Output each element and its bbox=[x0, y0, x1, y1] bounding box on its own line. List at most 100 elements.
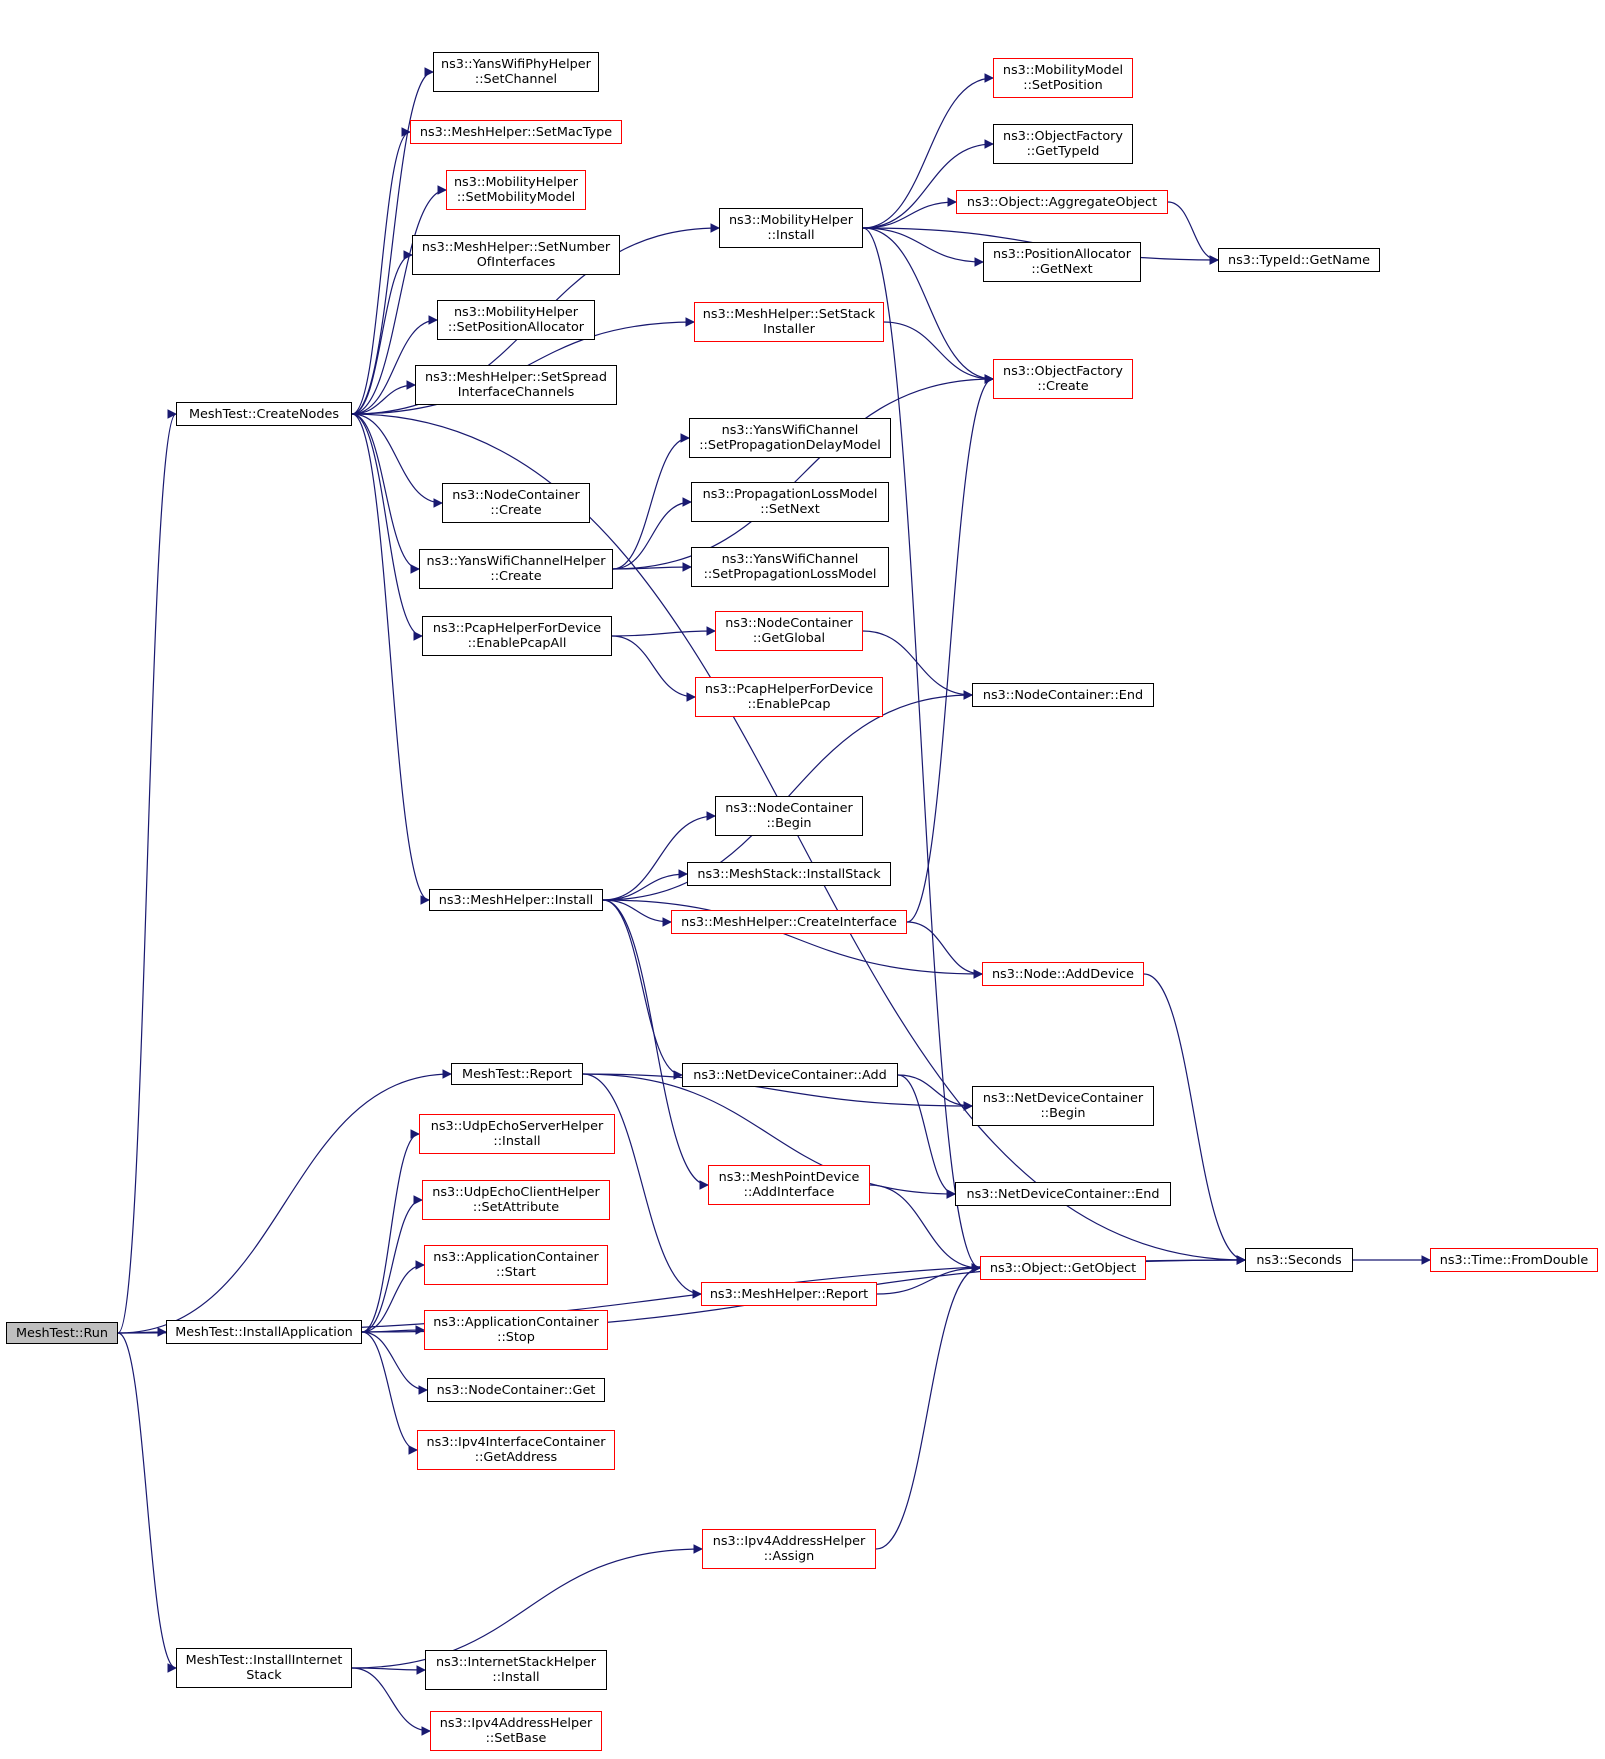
edge-report-to-meshreport bbox=[582, 1073, 702, 1299]
edge-pcapall-to-enablepcap bbox=[611, 635, 696, 702]
edge-installinet-to-ipv4assign bbox=[351, 1544, 703, 1669]
graph-node-ncreate[interactable]: ns3::NodeContainer::Create bbox=[442, 483, 590, 523]
graph-node-ncget[interactable]: ns3::NodeContainer::Get bbox=[427, 1378, 605, 1402]
graph-node-ofgettypeid[interactable]: ns3::ObjectFactory::GetTypeId bbox=[993, 124, 1133, 164]
edge-mpdaddif-to-getobject bbox=[869, 1184, 981, 1273]
graph-node-ndcend[interactable]: ns3::NetDeviceContainer::End bbox=[955, 1182, 1171, 1206]
graph-node-ipv4setbase[interactable]: ns3::Ipv4AddressHelper::SetBase bbox=[430, 1711, 602, 1751]
graph-node-label: ::GetTypeId bbox=[1026, 144, 1100, 159]
graph-node-label: ::SetAttribute bbox=[472, 1200, 560, 1215]
graph-node-seconds[interactable]: ns3::Seconds bbox=[1245, 1248, 1353, 1272]
graph-node-installstack[interactable]: ns3::MeshStack::InstallStack bbox=[687, 862, 891, 886]
graph-node-udpserver[interactable]: ns3::UdpEchoServerHelper::Install bbox=[419, 1114, 615, 1154]
graph-node-label: Installer bbox=[763, 322, 815, 337]
edge-ndcadd-to-ndcbegin bbox=[897, 1074, 973, 1111]
graph-node-inetinstall[interactable]: ns3::InternetStackHelper::Install bbox=[425, 1650, 607, 1690]
graph-node-label: ns3::NodeContainer::Get bbox=[436, 1382, 596, 1398]
graph-node-fromdouble[interactable]: ns3::Time::FromDouble bbox=[1430, 1248, 1598, 1272]
edge-createnodes-to-setposalloc bbox=[351, 315, 438, 415]
graph-node-label: ::SetChannel bbox=[474, 72, 558, 87]
edge-run-to-report bbox=[117, 1069, 452, 1334]
graph-node-label: ::EnablePcapAll bbox=[467, 636, 567, 651]
graph-node-mpdaddif[interactable]: ns3::MeshPointDevice::AddInterface bbox=[708, 1165, 870, 1205]
graph-node-ncend[interactable]: ns3::NodeContainer::End bbox=[972, 683, 1154, 707]
graph-node-ncbegin[interactable]: ns3::NodeContainer::Begin bbox=[715, 796, 863, 836]
graph-node-label: ns3::YansWifiChannel bbox=[721, 552, 859, 567]
edge-ywchcreate-to-setproploss bbox=[612, 562, 692, 572]
graph-node-label: ns3::Ipv4AddressHelper bbox=[712, 1534, 866, 1549]
graph-node-ipv4getaddr[interactable]: ns3::Ipv4InterfaceContainer::GetAddress bbox=[417, 1430, 615, 1470]
graph-node-label: ns3::MeshHelper::SetMacType bbox=[419, 124, 613, 140]
edge-createnodes-to-meshinstall bbox=[351, 413, 430, 905]
edge-mobinstall-to-mobsetpos bbox=[862, 73, 994, 229]
graph-node-appstop[interactable]: ns3::ApplicationContainer::Stop bbox=[424, 1310, 608, 1350]
graph-node-getobject[interactable]: ns3::Object::GetObject bbox=[980, 1256, 1146, 1280]
graph-node-posgetnext[interactable]: ns3::PositionAllocator::GetNext bbox=[983, 242, 1141, 282]
graph-node-label: ns3::Time::FromDouble bbox=[1439, 1252, 1589, 1268]
edge-nodeadddev-to-seconds bbox=[1143, 973, 1246, 1265]
graph-node-appstart[interactable]: ns3::ApplicationContainer::Start bbox=[424, 1245, 608, 1285]
edge-report-to-ndcend bbox=[582, 1073, 956, 1199]
graph-node-createif[interactable]: ns3::MeshHelper::CreateInterface bbox=[671, 910, 907, 934]
graph-node-meshinstall[interactable]: ns3::MeshHelper::Install bbox=[429, 889, 603, 911]
graph-node-mobinstall[interactable]: ns3::MobilityHelper::Install bbox=[719, 208, 863, 248]
graph-node-ipv4assign[interactable]: ns3::Ipv4AddressHelper::Assign bbox=[702, 1529, 876, 1569]
graph-node-report[interactable]: MeshTest::Report bbox=[451, 1063, 583, 1085]
graph-node-setmactype[interactable]: ns3::MeshHelper::SetMacType bbox=[410, 120, 622, 144]
graph-node-label: ns3::MobilityHelper bbox=[453, 175, 579, 190]
edge-createnodes-to-seconds bbox=[351, 413, 1246, 1265]
graph-node-udpclient[interactable]: ns3::UdpEchoClientHelper::SetAttribute bbox=[422, 1180, 610, 1220]
graph-node-label: OfInterfaces bbox=[476, 255, 556, 270]
graph-node-label: ::SetNext bbox=[760, 502, 820, 517]
graph-node-installapp[interactable]: MeshTest::InstallApplication bbox=[166, 1320, 362, 1344]
graph-node-meshreport[interactable]: ns3::MeshHelper::Report bbox=[701, 1282, 877, 1306]
graph-node-label: ::GetGlobal bbox=[752, 631, 826, 646]
graph-node-getglobal[interactable]: ns3::NodeContainer::GetGlobal bbox=[715, 611, 863, 651]
graph-node-setmobmodel[interactable]: ns3::MobilityHelper::SetMobilityModel bbox=[446, 170, 586, 210]
graph-node-createnodes[interactable]: MeshTest::CreateNodes bbox=[176, 402, 352, 426]
graph-node-label: ns3::MeshHelper::SetSpread bbox=[424, 370, 608, 385]
graph-node-label: ::SetPropagationDelayModel bbox=[699, 438, 881, 453]
graph-node-setproploss[interactable]: ns3::YansWifiChannel::SetPropagationLoss… bbox=[691, 547, 889, 587]
graph-node-enablepcap[interactable]: ns3::PcapHelperForDevice::EnablePcap bbox=[695, 677, 883, 717]
graph-node-label: ns3::NetDeviceContainer::Add bbox=[693, 1067, 887, 1083]
graph-node-ndcbegin[interactable]: ns3::NetDeviceContainer::Begin bbox=[972, 1086, 1154, 1126]
graph-node-plmsetnext[interactable]: ns3::PropagationLossModel::SetNext bbox=[691, 482, 889, 522]
graph-node-setposalloc[interactable]: ns3::MobilityHelper::SetPositionAllocato… bbox=[437, 300, 595, 340]
graph-node-label: ns3::PositionAllocator bbox=[992, 247, 1132, 262]
graph-node-nodeadddev[interactable]: ns3::Node::AddDevice bbox=[982, 962, 1144, 986]
graph-node-mobsetpos[interactable]: ns3::MobilityModel::SetPosition bbox=[993, 58, 1133, 98]
graph-node-label: ns3::YansWifiPhyHelper bbox=[441, 57, 591, 72]
edge-aggregate-to-typeidgetname bbox=[1167, 201, 1219, 265]
edge-ywchcreate-to-plmsetnext bbox=[612, 497, 692, 570]
graph-node-label: ns3::UdpEchoClientHelper bbox=[432, 1185, 600, 1200]
graph-node-label: Stack bbox=[246, 1668, 282, 1683]
graph-node-aggregate[interactable]: ns3::Object::AggregateObject bbox=[956, 190, 1168, 214]
graph-node-label: ns3::NodeContainer bbox=[725, 801, 853, 816]
graph-node-label: ::Begin bbox=[766, 816, 812, 831]
graph-node-label: ::SetPosition bbox=[1023, 78, 1103, 93]
graph-node-label: ns3::PcapHelperForDevice bbox=[704, 682, 874, 697]
graph-node-label: MeshTest::CreateNodes bbox=[188, 406, 340, 422]
graph-node-run[interactable]: MeshTest::Run bbox=[6, 1322, 118, 1344]
graph-node-ywchcreate[interactable]: ns3::YansWifiChannelHelper::Create bbox=[419, 549, 613, 589]
edge-installinet-to-inetinstall bbox=[351, 1665, 426, 1675]
graph-node-typeidgetname[interactable]: ns3::TypeId::GetName bbox=[1218, 248, 1380, 272]
graph-node-setpropdelay[interactable]: ns3::YansWifiChannel::SetPropagationDela… bbox=[689, 418, 891, 458]
graph-node-label: ::Install bbox=[493, 1134, 541, 1149]
edge-meshinstall-to-installstack bbox=[602, 869, 688, 901]
graph-node-label: ::Install bbox=[767, 228, 815, 243]
graph-node-label: ns3::YansWifiChannel bbox=[721, 423, 859, 438]
graph-node-label: ns3::MobilityHelper bbox=[728, 213, 854, 228]
graph-node-pcapall[interactable]: ns3::PcapHelperForDevice::EnablePcapAll bbox=[422, 616, 612, 656]
graph-node-label: ::GetNext bbox=[1031, 262, 1093, 277]
graph-node-yanssetchannel[interactable]: ns3::YansWifiPhyHelper::SetChannel bbox=[433, 52, 599, 92]
graph-node-ofcreate[interactable]: ns3::ObjectFactory::Create bbox=[993, 359, 1133, 399]
graph-node-ndcadd[interactable]: ns3::NetDeviceContainer::Add bbox=[682, 1063, 898, 1087]
edge-createnodes-to-setmactype bbox=[351, 127, 411, 415]
graph-node-label: ns3::Object::AggregateObject bbox=[966, 194, 1158, 210]
